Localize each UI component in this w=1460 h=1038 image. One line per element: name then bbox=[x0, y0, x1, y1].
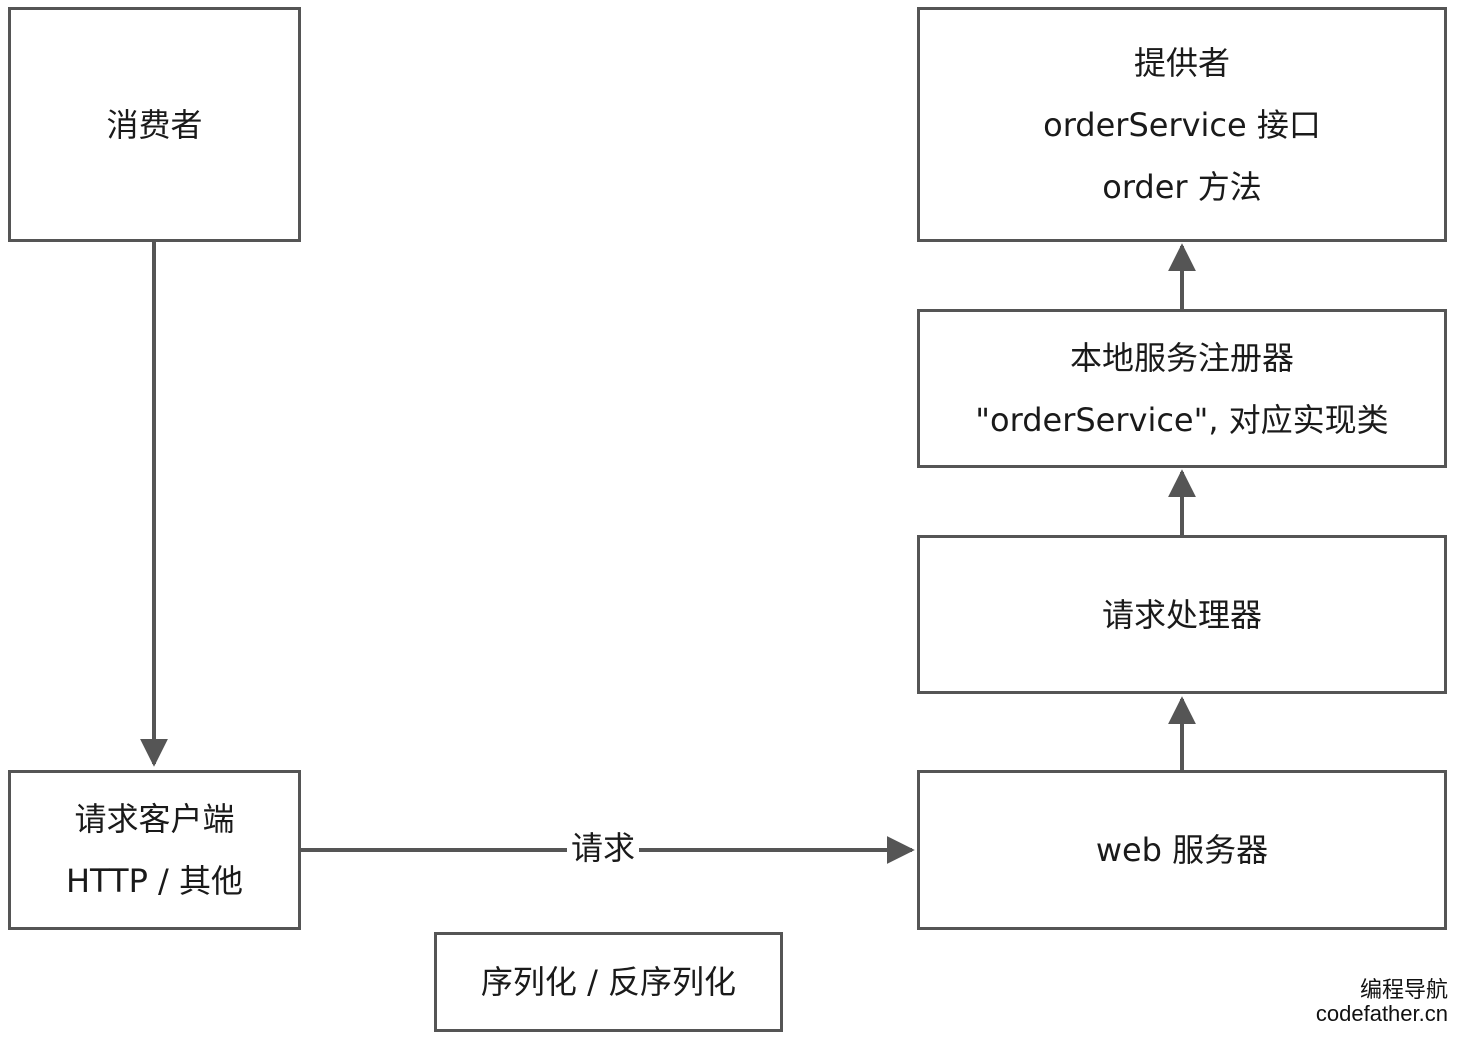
provider-box: 提供者 orderService 接口 order 方法 bbox=[917, 7, 1447, 242]
serialization-box: 序列化 / 反序列化 bbox=[434, 932, 783, 1032]
request-edge-label: 请求 bbox=[567, 828, 640, 868]
request-client-protocol: HTTP / 其他 bbox=[65, 862, 244, 900]
consumer-box: 消费者 bbox=[8, 7, 301, 242]
provider-method: order 方法 bbox=[1102, 167, 1262, 206]
provider-interface: orderService 接口 bbox=[1043, 105, 1321, 144]
local-registry-box: 本地服务注册器 "orderService", 对应实现类 bbox=[917, 309, 1447, 468]
provider-title: 提供者 bbox=[1133, 43, 1230, 82]
request-client-box: 请求客户端 HTTP / 其他 bbox=[8, 770, 301, 930]
request-client-title: 请求客户端 bbox=[74, 800, 235, 838]
local-registry-title: 本地服务注册器 bbox=[1069, 338, 1294, 377]
consumer-label: 消费者 bbox=[106, 105, 203, 144]
request-handler-box: 请求处理器 bbox=[917, 535, 1447, 694]
watermark-url: codefather.cn bbox=[1315, 1001, 1448, 1026]
web-server-label: web 服务器 bbox=[1095, 831, 1269, 869]
watermark-title: 编程导航 bbox=[1359, 977, 1448, 1002]
local-registry-mapping: "orderService", 对应实现类 bbox=[975, 400, 1389, 439]
serialization-label: 序列化 / 反序列化 bbox=[480, 963, 737, 1001]
web-server-box: web 服务器 bbox=[917, 770, 1447, 930]
request-handler-label: 请求处理器 bbox=[1101, 595, 1262, 634]
